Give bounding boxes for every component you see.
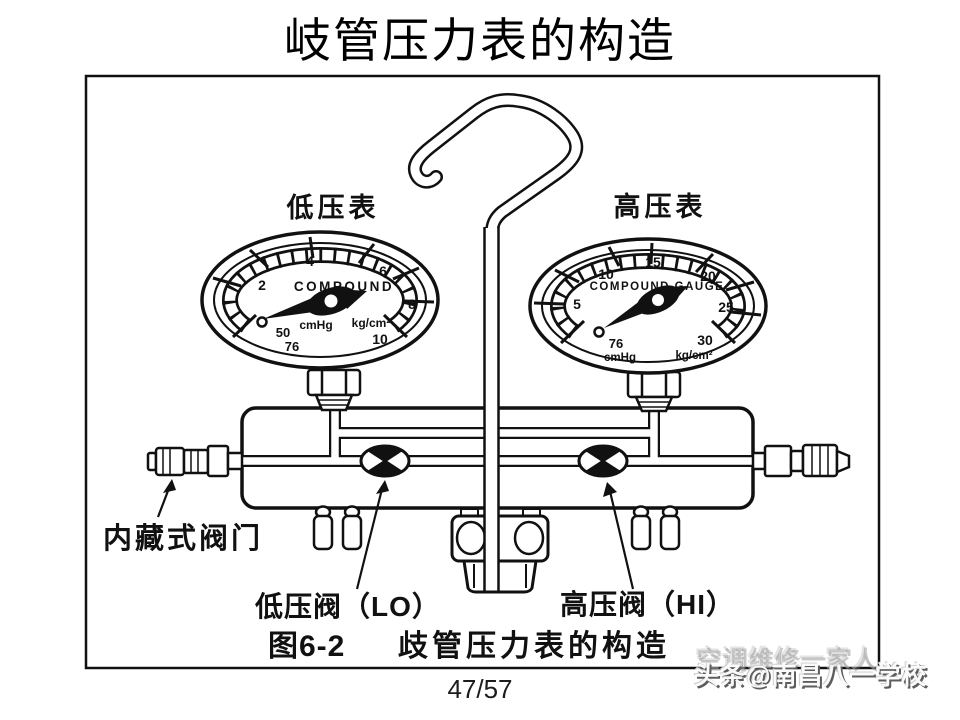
builtin-valve-label: 内藏式阀门 [103,522,263,555]
low-gauge-tick-8: 8 [408,296,416,312]
high-gauge-unit-kgcm: kg/cm² [675,350,712,362]
high-gauge-vac-76: 76 [609,336,623,351]
low-gauge-needle [256,286,367,328]
leader-arrow-low-valve [355,480,389,590]
high-valve-label: 高压阀（HI） [560,588,735,620]
low-valve-label: 低压阀（LO） [254,590,441,622]
low-gauge-unit-cmhg: cmHg [299,318,332,332]
low-gauge-unit-kgcm: kg/cm² [352,316,391,330]
page-title: 岐管压力表的构造 [284,16,676,68]
high-pressure-gauge: COMPOUND GAUGE 5 10 15 20 25 30 76 cmHg … [528,237,768,375]
low-gauge-label: 低压表 [286,193,380,223]
high-valve-symbol [577,444,629,478]
high-gauge-stem [626,370,682,413]
figure-caption-text: 歧管压力表的构造 [398,630,670,663]
right-hose-fitting [751,443,851,478]
low-gauge-tick-4: 4 [306,253,314,269]
high-gauge-label: 高压表 [614,191,707,222]
page-number: 47/57 [447,674,513,704]
low-gauge-stem [306,368,362,412]
high-gauge-tick-5: 5 [573,296,581,312]
center-pipe [482,227,501,594]
hanger-hook [407,93,584,269]
watermark-main-text: 头条@南昌八一学校 [694,662,928,690]
high-gauge-tick-20: 20 [700,268,716,284]
high-gauge-unit-cmhg: cmHg [604,352,636,364]
low-gauge-tick-10: 10 [372,331,388,347]
left-hose-fitting [146,444,244,478]
high-gauge-tick-30: 30 [697,332,713,348]
low-gauge-tick-2: 2 [258,277,266,293]
high-gauge-tick-10: 10 [598,266,614,282]
center-service-port [450,508,550,594]
low-gauge-zero-mark [256,316,268,328]
low-gauge-tick-6: 6 [379,263,387,279]
leader-arrow-high-valve [603,482,635,590]
high-gauge-tick-15: 15 [645,254,661,270]
watermark-ghost-text: 空调维修一家人 [696,646,879,674]
low-side-ports [312,505,363,551]
figure-caption: 图6-2 歧管压力表的构造 [268,630,670,663]
leader-arrow-builtin-valve [156,479,176,518]
figure-caption-number: 图6-2 [268,630,345,663]
high-gauge-needle [593,285,688,338]
low-gauge-vac-76: 76 [285,339,299,354]
low-valve-symbol [359,444,411,478]
high-gauge-tick-25: 25 [718,299,734,315]
low-pressure-gauge: COMPOUND 2 4 6 8 10 50 76 cmHg kg/cm² [200,230,440,370]
watermark: 空调维修一家人 头条@南昌八一学校 [694,640,954,712]
high-side-ports [630,505,681,551]
low-gauge-vac-50: 50 [276,325,290,340]
high-gauge-zero-mark [593,326,605,338]
high-gauge-face-title: COMPOUND GAUGE [590,281,725,293]
low-gauge-face-title: COMPOUND [294,279,394,294]
